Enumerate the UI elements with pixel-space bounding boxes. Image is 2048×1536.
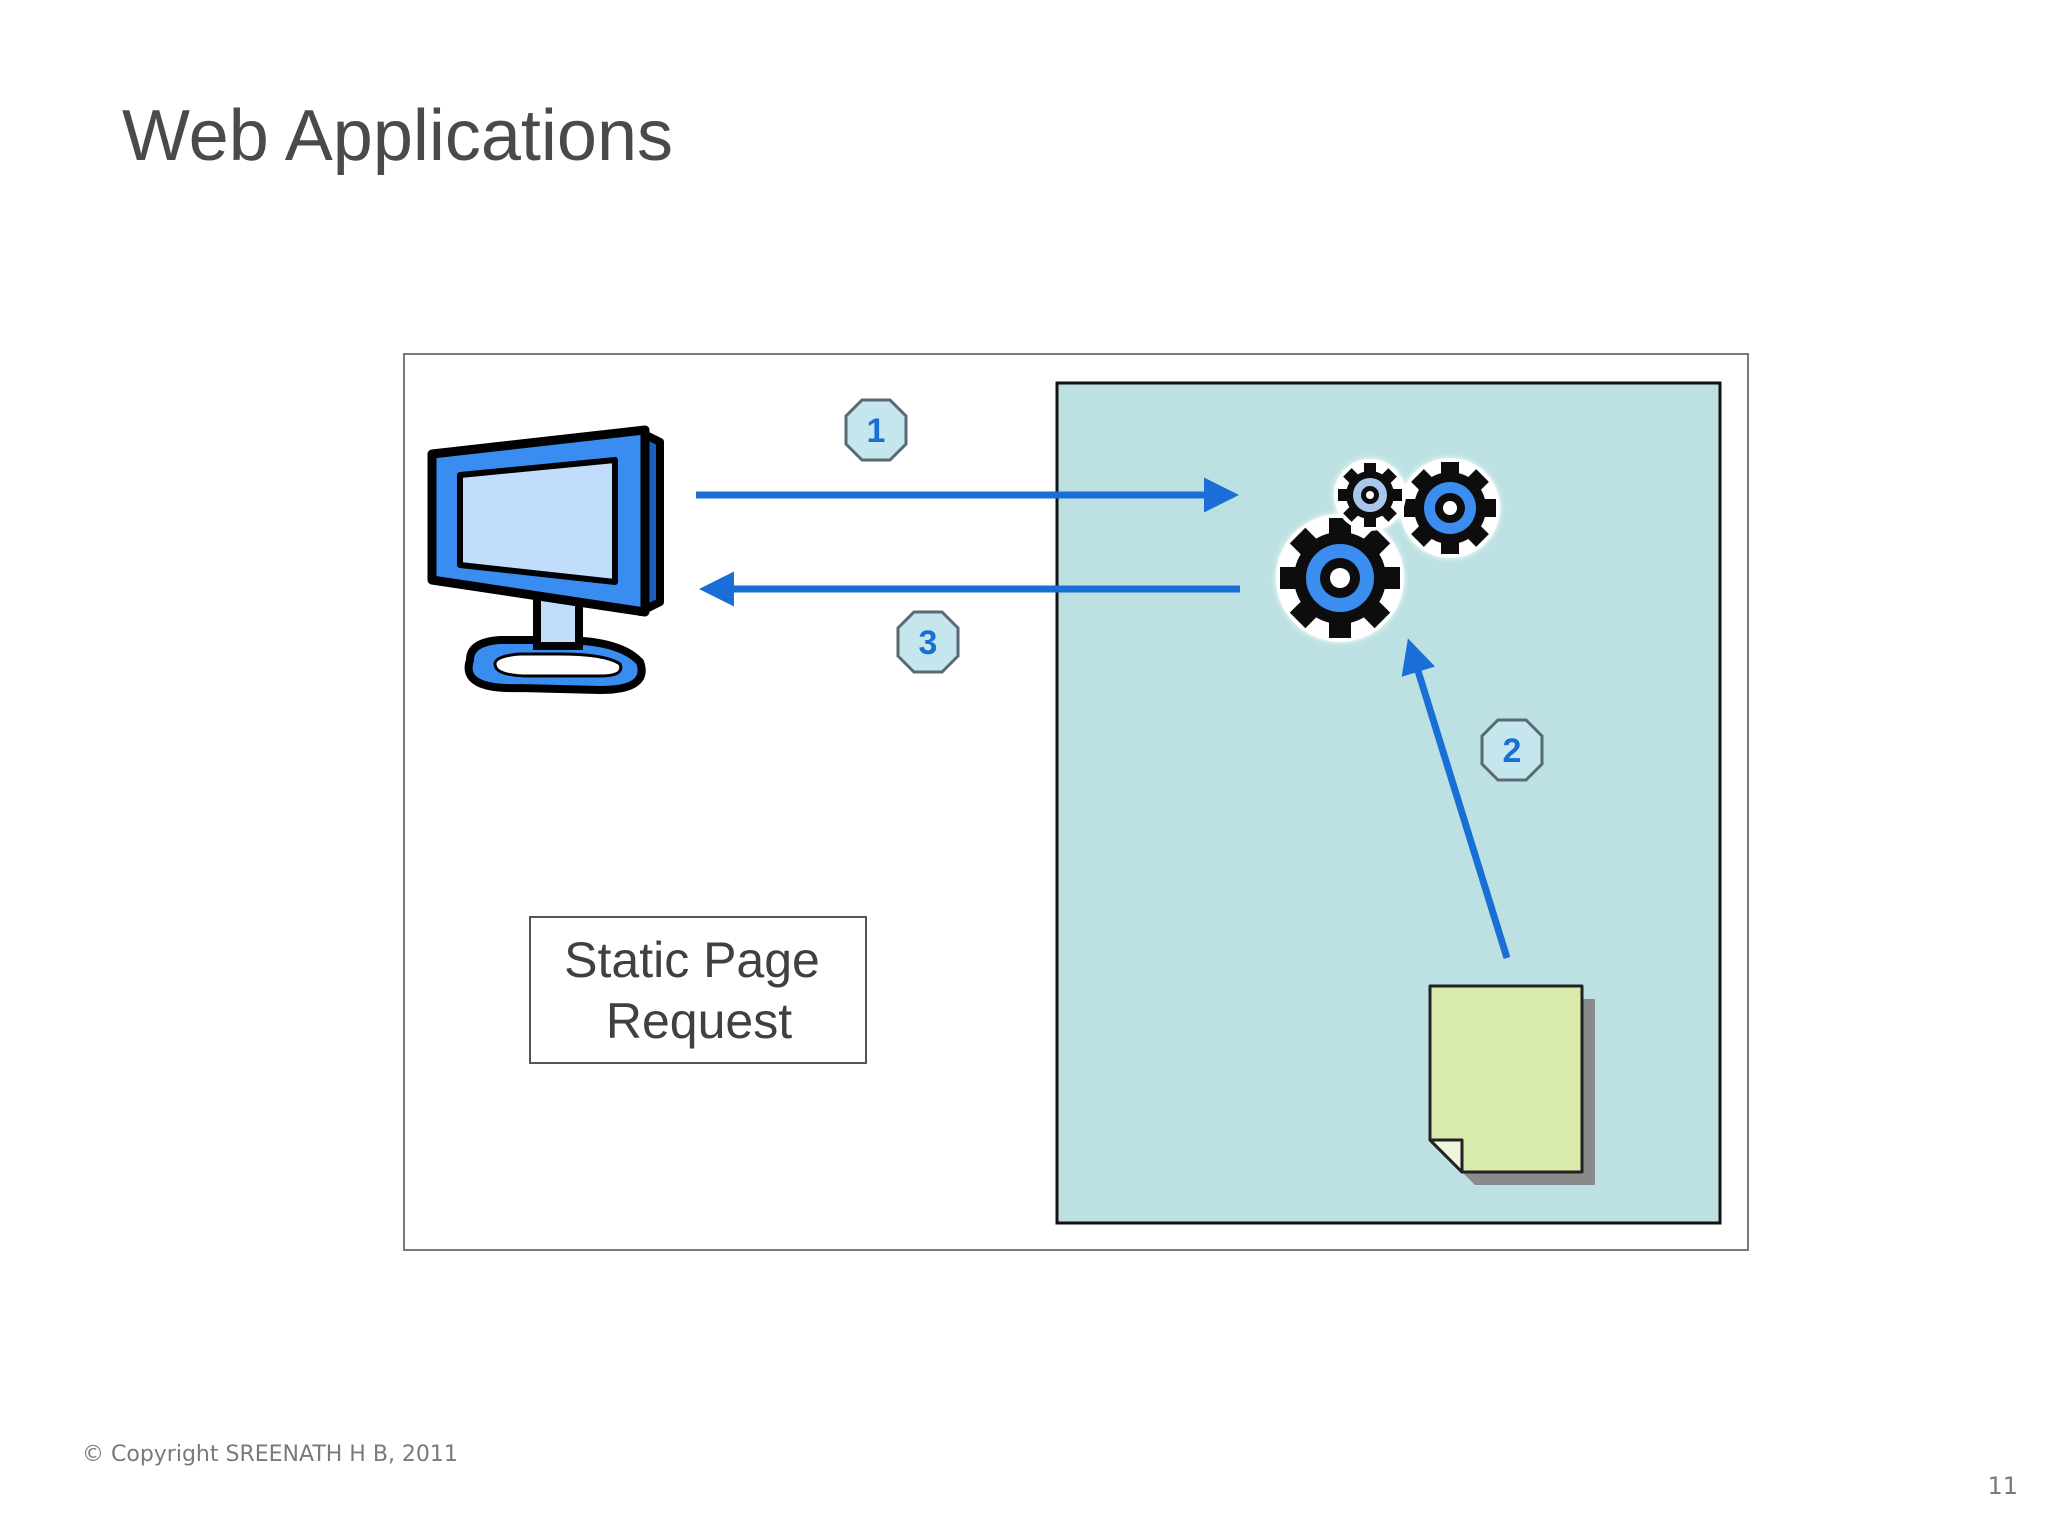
label-line-1: Static Page bbox=[564, 932, 820, 988]
gears-icon bbox=[1276, 458, 1500, 642]
computer-monitor-icon bbox=[427, 425, 664, 695]
slide-title: Web Applications bbox=[122, 96, 674, 176]
step-badge-3: 3 bbox=[896, 610, 960, 674]
step-label-3: 3 bbox=[919, 624, 938, 662]
static-page-request-label: Static Page Request bbox=[529, 916, 867, 1064]
step-badge-1: 1 bbox=[844, 398, 908, 462]
slide-number: 11 bbox=[1987, 1472, 2018, 1500]
copyright-text: © Copyright SREENATH H B, 2011 bbox=[82, 1442, 458, 1467]
step-label-2: 2 bbox=[1503, 732, 1522, 770]
page-lookup-arrow bbox=[1401, 638, 1511, 960]
step-label-1: 1 bbox=[867, 412, 886, 450]
document-icon bbox=[1428, 984, 1595, 1185]
label-line-2: Request bbox=[606, 993, 792, 1049]
step-badge-2: 2 bbox=[1480, 718, 1544, 782]
